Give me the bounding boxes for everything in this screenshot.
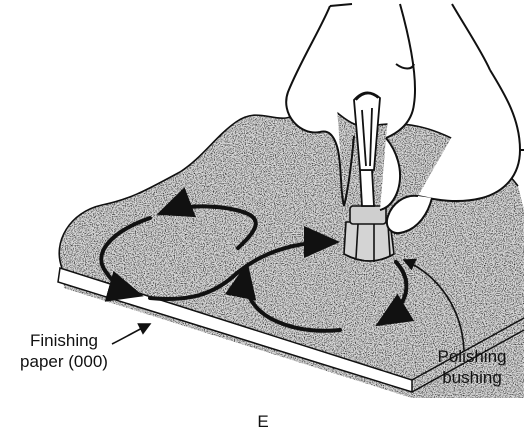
polishing-bushing-label: Polishing bushing (420, 346, 524, 388)
polishing-bushing (344, 206, 394, 262)
figure-letter: E (250, 412, 276, 432)
finishing-paper-label-line2: paper (000) (2, 351, 126, 372)
finishing-paper-label: Finishing paper (000) (2, 330, 126, 372)
polishing-bushing-label-line2: bushing (420, 367, 524, 388)
polishing-bushing-label-line1: Polishing (420, 346, 524, 367)
finishing-paper-label-line1: Finishing (2, 330, 126, 351)
